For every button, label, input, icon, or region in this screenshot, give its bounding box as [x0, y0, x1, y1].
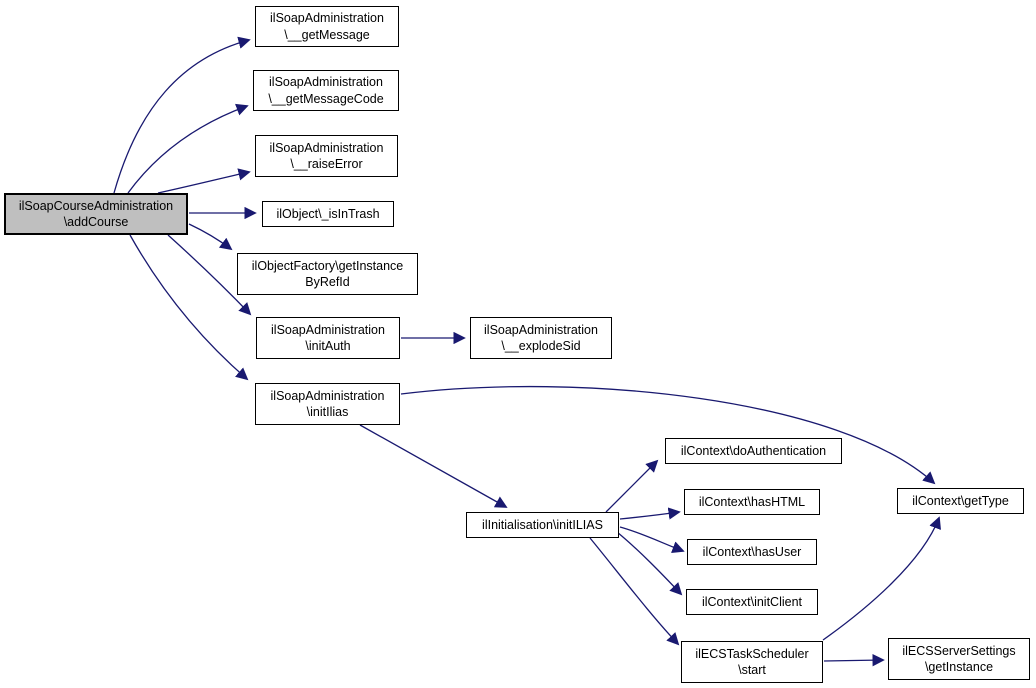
node-label: ilECSTaskScheduler: [695, 646, 809, 661]
node-explodesid[interactable]: ilSoapAdministration \__explodeSid: [470, 317, 612, 359]
node-label: \getInstance: [924, 660, 994, 674]
node-label: ByRefId: [305, 275, 350, 289]
node-initilias[interactable]: ilSoapAdministration \initIlias: [255, 383, 400, 425]
edge-addcourse-initilias: [129, 234, 249, 381]
node-label: ilSoapAdministration: [269, 75, 383, 90]
node-label: ilSoapCourseAdministration: [18, 198, 174, 213]
edge-initilias2-hashtml: [619, 507, 681, 520]
node-initilias2[interactable]: ilInitialisation\initILIAS: [466, 512, 619, 538]
node-getmessage[interactable]: ilSoapAdministration \__getMessage: [255, 6, 399, 47]
edge-addcourse-initauth: [167, 234, 252, 316]
edge-addcourse-getinstancebyrefid: [188, 223, 233, 251]
node-label: ilObject\_isInTrash: [276, 206, 380, 221]
edge-addcourse-raiseerror: [157, 168, 251, 194]
edge-initilias2-doauthentication: [605, 459, 659, 513]
edge-addcourse-getmessage: [113, 36, 251, 194]
node-hasuser[interactable]: ilContext\hasUser: [687, 539, 817, 565]
edge-initilias2-hasuser: [619, 526, 685, 554]
edge-initilias-initilias2: [359, 424, 508, 508]
node-label: ilECSServerSettings: [902, 643, 1016, 658]
node-label: \initAuth: [305, 339, 351, 353]
edge-initilias-gettype: [400, 385, 936, 485]
node-label: \__getMessage: [284, 27, 370, 42]
edge-initilias2-initclient: [616, 531, 683, 596]
node-label: ilObjectFactory\getInstance: [251, 258, 404, 273]
node-hashtml[interactable]: ilContext\hasHTML: [684, 489, 820, 515]
node-label: \__explodeSid: [501, 339, 581, 353]
node-start[interactable]: ilECSTaskScheduler \start: [681, 641, 823, 683]
node-label: ilSoapAdministration: [271, 322, 385, 337]
node-label: \__raiseError: [290, 157, 363, 171]
edge-addcourse-getmessagecode: [127, 103, 249, 194]
node-label: ilInitialisation\initILIAS: [482, 517, 603, 532]
node-getinstancebyrefid[interactable]: ilObjectFactory\getInstance ByRefId: [237, 253, 418, 295]
node-initclient[interactable]: ilContext\initClient: [686, 589, 818, 615]
node-getinstance[interactable]: ilECSServerSettings \getInstance: [888, 638, 1030, 680]
node-label: ilSoapAdministration: [270, 388, 385, 403]
node-label: ilContext\hasHTML: [698, 494, 806, 509]
node-addcourse[interactable]: ilSoapCourseAdministration \addCourse: [4, 193, 188, 235]
node-doauthentication[interactable]: ilContext\doAuthentication: [665, 438, 842, 464]
node-label: \start: [738, 663, 766, 677]
edge-start-gettype: [822, 516, 941, 641]
node-label: ilContext\getType: [912, 493, 1009, 508]
node-label: \initIlias: [306, 405, 349, 419]
node-label: ilContext\initClient: [701, 594, 803, 609]
node-gettype[interactable]: ilContext\getType: [897, 488, 1024, 514]
node-isintrash[interactable]: ilObject\_isInTrash: [262, 201, 394, 227]
node-label: ilContext\hasUser: [702, 544, 802, 559]
node-getmessagecode[interactable]: ilSoapAdministration \__getMessageCode: [253, 70, 399, 111]
edge-start-getinstance: [823, 654, 885, 667]
node-label: \__getMessageCode: [268, 91, 384, 106]
node-initauth[interactable]: ilSoapAdministration \initAuth: [256, 317, 400, 359]
node-label: ilSoapAdministration: [269, 140, 384, 155]
node-raiseerror[interactable]: ilSoapAdministration \__raiseError: [255, 135, 398, 177]
node-label: ilSoapAdministration: [484, 322, 598, 337]
edge-initilias2-start: [589, 537, 680, 646]
node-label: \addCourse: [63, 215, 129, 229]
node-label: ilContext\doAuthentication: [680, 443, 827, 458]
node-label: ilSoapAdministration: [270, 11, 384, 26]
